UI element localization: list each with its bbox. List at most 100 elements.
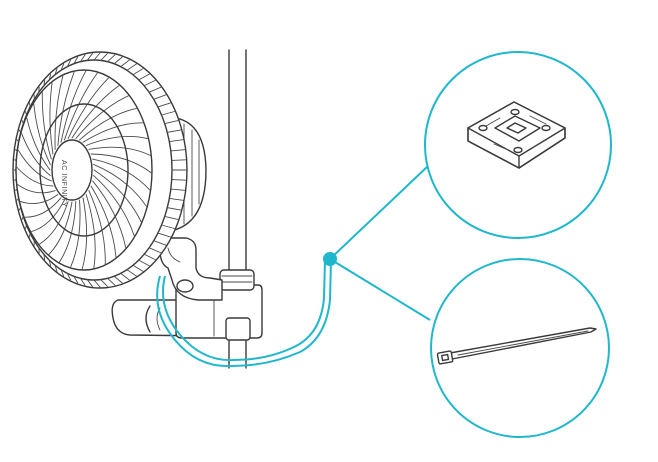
grille-spoke [33,103,51,165]
grille-rib [25,111,27,116]
grille-rib [164,216,179,220]
grille-rib [113,275,123,284]
grille-rib [80,277,86,286]
grille-spoke [75,95,129,139]
grille-rib [157,102,171,108]
grille-rib [48,73,52,81]
grille-rib [166,129,182,133]
grille-spoke [92,158,151,191]
grille-spoke [93,175,135,237]
fan-grille: AC INFINITY [12,51,188,289]
grille-spoke [20,194,59,204]
grille-spoke [39,201,69,245]
cable-zip-tie-icon [436,327,597,365]
grille-rib [132,264,144,272]
grille-spoke [82,122,144,143]
grille-rib [132,68,144,76]
grille-rib [100,52,108,61]
grille-spoke [21,133,51,177]
grille-rib [138,259,150,267]
grille-rib [100,279,108,288]
grille-rib [60,63,65,71]
grille-rib [168,198,184,201]
grille-spoke [16,166,54,187]
grille-spoke [64,72,98,141]
grille-rib [48,259,52,267]
grille-rib [126,63,137,71]
cable-anchor-point [323,252,337,266]
grille-rib [157,232,171,238]
grille-rib [54,68,58,76]
grille-rib [143,79,156,87]
grille-rib [161,224,175,229]
grille-rib [66,272,72,281]
callout-leaders [323,165,431,321]
grille-rib [29,232,31,238]
pole-clamp [111,237,263,341]
grille-rib [86,279,93,288]
grille-spoke [88,146,151,156]
grille-spoke [93,163,147,207]
grille-rib [153,240,167,246]
grille-rib [107,54,116,63]
grille-rib [66,59,72,68]
grille-spoke [24,197,62,218]
grille-rib [113,56,123,65]
grille-rib [126,269,137,277]
grille-spoke [88,190,106,265]
power-cable [156,259,332,368]
grille-spoke [58,201,77,263]
grille-spoke [31,199,65,233]
grille-spoke [90,185,117,258]
grille-rib [168,139,184,142]
grille-rib [73,275,79,284]
grille-rib [120,59,130,68]
grille-spoke [17,184,56,194]
grille-rib [161,111,175,116]
grille-rib [60,269,65,277]
grille-spoke [92,180,127,248]
grille-rib [170,149,186,152]
callout-adhesive-mount [424,51,612,239]
grille-rib [138,73,150,81]
grille-spoke [85,194,96,269]
grille-spoke [93,169,142,223]
vertical-pole [228,49,247,369]
grille-spoke [57,71,75,146]
grille-rib [25,224,27,229]
grille-rib [29,102,31,108]
grille-rib [171,179,187,181]
adhesive-cable-tie-mount-icon [467,101,566,169]
grille-spoke [49,82,54,155]
grille-rib [54,264,58,272]
grille-spoke [26,117,51,171]
grille-rib [153,94,167,100]
grille-rib [143,253,156,261]
grille-rib [43,253,46,261]
clip-fan: AC INFINITY [12,51,207,289]
grille-rib [148,86,162,93]
grille-rib [148,247,162,254]
grille-rib [43,79,46,87]
grille-spoke [70,199,81,268]
grille-spoke [60,70,87,143]
grille-spoke [79,107,137,141]
grille-rib [166,207,182,211]
grille-rib [107,277,116,286]
grille-spoke [17,149,52,182]
grille-rib [171,159,187,161]
grille-spoke [90,153,152,174]
grille-spoke [71,85,120,139]
grille-rib [73,56,79,65]
grille-spoke [85,136,148,146]
grille-rib [170,188,186,191]
fan-brand-label: AC INFINITY [60,160,67,207]
grille-spoke [54,75,64,150]
grille-rib [80,54,86,63]
grille-rib [164,120,179,124]
grille-rib [86,52,93,61]
grille-rib [93,52,101,61]
grille-rib [120,272,130,281]
